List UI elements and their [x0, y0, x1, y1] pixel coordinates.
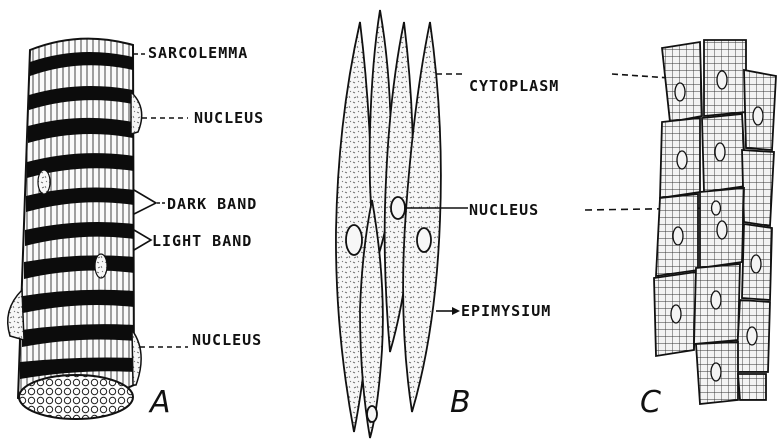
label-nucleus-b: NUCLEUS [469, 201, 539, 219]
label-sarcolemma: SARCOLEMMA [148, 44, 248, 62]
label-epimysium: EPIMYSIUM [461, 302, 551, 320]
fiber-cross-section [19, 375, 133, 419]
label-cytoplasm: CYTOPLASM [469, 77, 559, 95]
panel-a-labels: SARCOLEMMA NUCLEUS DARK BAND LIGHT BAND … [134, 44, 264, 420]
label-light-band: LIGHT BAND [152, 232, 252, 250]
skeletal-muscle-fiber [8, 39, 142, 419]
label-nucleus-a-bottom: NUCLEUS [192, 331, 262, 349]
label-dark-band: DARK BAND [167, 195, 257, 213]
label-nucleus-a-top: NUCLEUS [194, 109, 264, 127]
panel-letter-b: B [450, 385, 471, 420]
panel-letter-c: C [640, 385, 661, 420]
panel-letter-a: A [148, 385, 171, 420]
smooth-muscle-cells [336, 10, 441, 438]
cardiac-muscle-cells [654, 40, 776, 404]
